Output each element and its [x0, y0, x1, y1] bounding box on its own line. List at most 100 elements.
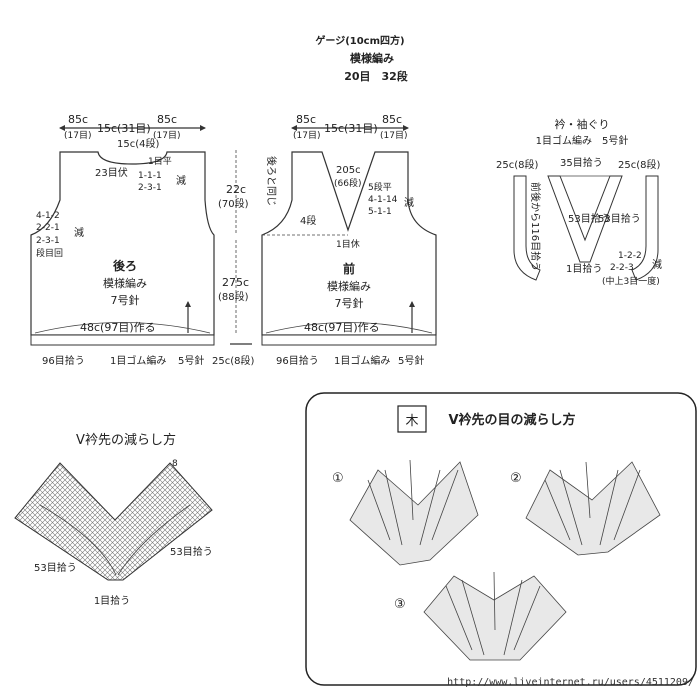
front-v-rows: (66段): [334, 177, 361, 189]
front-name: 前: [343, 261, 355, 276]
collar-left-width: 25c(8段): [496, 158, 538, 171]
source-url[interactable]: http://www.liveinternet.ru/users/4511209…: [447, 677, 694, 688]
collar-mid-pick: 35目拾う: [560, 156, 603, 169]
collar-pick-left: 53目拾う: [568, 212, 611, 225]
v-decrease-chart: V衿先の減らし方 8 53目拾う 53目拾う 1目拾う: [14, 432, 213, 607]
collar-pick-right: 53目拾う: [598, 212, 641, 225]
step-3-illustration: [423, 571, 567, 661]
v-decrease-title: V衿先の減らし方: [76, 432, 176, 448]
back-arm-dec2: 2-2-1: [36, 223, 60, 233]
back-name: 後ろ: [113, 258, 137, 273]
back-arm-dec3: 2-3-1: [36, 236, 60, 246]
v-decrease-grid: [14, 462, 213, 581]
front-needle: 7号針: [335, 296, 364, 310]
gauge-pattern: 模様編み: [350, 51, 394, 65]
back-top-mid: 15c(31目): [97, 122, 151, 135]
lower-height-rows: (88段): [218, 290, 249, 303]
front-outline: [261, 151, 437, 336]
step-1-illustration: [349, 459, 479, 566]
v-decrease-row-mark: 8: [172, 459, 178, 469]
back-rib-pick: 96目拾う: [42, 354, 85, 367]
upper-height-rows: (70段): [218, 197, 249, 210]
back-neck-dec1: 1目平: [148, 156, 172, 167]
lower-height: 275c: [222, 276, 249, 289]
v-decrease-pick-left: 53目拾う: [34, 561, 77, 574]
back-needle: 7号針: [111, 293, 140, 307]
step-3-label: ③: [394, 597, 406, 612]
collar-dec1: 1-2-2: [618, 251, 642, 261]
back-neck-dec3: 2-3-1: [138, 183, 162, 193]
front-width: 48c(97目)作る: [304, 321, 380, 334]
step-1-label: ①: [332, 471, 344, 486]
height-measurements: 22c (70段) 275c (88段) 25c(8段): [212, 150, 254, 367]
v-tip-panel-frame: [305, 392, 697, 686]
collar-dec-note: (中上3目一度): [602, 275, 660, 287]
front-same-as-back: 後ろと同じ: [265, 156, 278, 206]
collar-right-width: 25c(8段): [618, 158, 660, 171]
collar-title: 衿・袖ぐり: [555, 117, 610, 131]
back-top-right-st: (17目): [153, 130, 180, 141]
step-2-illustration: [525, 461, 661, 556]
front-top-mid: 15c(31目): [324, 122, 378, 135]
front-rib-pick: 96目拾う: [276, 354, 319, 367]
back-arm-dec-label: 減: [74, 226, 84, 239]
back-pattern: 模様編み: [103, 276, 147, 290]
collar-armhole-diagram: 衿・袖ぐり 1目ゴム編み 5号針 25c(8段) 35目拾う 25c(8段) 前…: [496, 117, 662, 287]
front-center: 1目休: [336, 238, 360, 250]
gauge-box: ゲージ(10cm四方) 模様編み 20目 32段: [315, 34, 407, 83]
front-v-dec3: 5-1-1: [368, 207, 392, 217]
back-width: 48c(97目)作る: [80, 321, 156, 334]
collar-dec-label: 減: [652, 258, 662, 271]
gauge-title: ゲージ(10cm四方): [315, 34, 404, 47]
v-decrease-pick-right: 53目拾う: [170, 545, 213, 558]
v-decrease-guide-lines: [39, 504, 191, 576]
step-2-label: ②: [510, 471, 522, 486]
back-arm-dec1: 4-1-2: [36, 211, 60, 221]
back-center-bind: 23目伏: [95, 166, 128, 179]
back-piece: 85c (17目) 15c(31目) 85c (17目) 15c(4段) 23目…: [30, 113, 215, 367]
back-rib-needle: 5号針: [178, 354, 204, 367]
back-neck-depth: 15c(4段): [117, 137, 159, 150]
front-piece: 85c (17目) 15c(31目) 85c (17目) 後ろと同じ 4段 20…: [261, 113, 437, 367]
front-ribbing: [261, 334, 437, 346]
gauge-counts: 20目 32段: [344, 69, 408, 83]
back-neck-dec2: 1-1-1: [138, 171, 162, 181]
front-top-left-st: (17目): [293, 130, 320, 141]
front-rib-needle: 5号針: [398, 354, 424, 367]
collar-v-band: [547, 175, 623, 263]
collar-left-band: [513, 175, 541, 281]
rib-height: 25c(8段): [212, 354, 254, 367]
back-ribbing: [30, 334, 215, 346]
front-v-depth: 205c: [336, 165, 361, 176]
collar-right-band: [631, 175, 659, 281]
v-tip-panel: 木 V衿先の目の減らし方 ① ② ③: [305, 392, 697, 686]
upper-height: 22c: [226, 183, 246, 196]
front-side-rows: 4段: [300, 214, 316, 227]
stitch-symbol: 木: [405, 414, 418, 429]
front-width-curve: [265, 322, 433, 334]
front-v-dec-label: 減: [404, 196, 414, 209]
back-top-right: 85c: [157, 113, 177, 126]
back-outline: [30, 151, 215, 336]
back-top-left: 85c: [68, 113, 88, 126]
collar-center-pick: 1目拾う: [566, 262, 602, 275]
front-rib-name: 1目ゴム編み: [334, 354, 390, 367]
front-top-right-st: (17目): [380, 130, 407, 141]
collar-subtitle: 1目ゴム編み 5号針: [536, 134, 629, 147]
front-v-dec2: 4-1-14: [368, 195, 398, 205]
back-arm-row: 段目回: [36, 247, 63, 259]
front-pattern: 模様編み: [327, 279, 371, 293]
back-top-left-st: (17目): [64, 130, 91, 141]
collar-dec2: 2-2-3: [610, 263, 634, 273]
stitch-symbol-box: [397, 405, 427, 433]
front-v-dec1: 5段平: [368, 181, 392, 193]
back-rib-name: 1目ゴム編み: [110, 354, 166, 367]
v-decrease-center-pick: 1目拾う: [94, 594, 130, 607]
back-neck-dec-label: 減: [176, 174, 186, 187]
front-top-left: 85c: [296, 113, 316, 126]
front-top-right: 85c: [382, 113, 402, 126]
back-width-curve: [34, 322, 211, 334]
collar-back-pick-vertical: 前後から116目拾う: [529, 182, 542, 271]
v-tip-title: V衿先の目の減らし方: [448, 412, 575, 428]
